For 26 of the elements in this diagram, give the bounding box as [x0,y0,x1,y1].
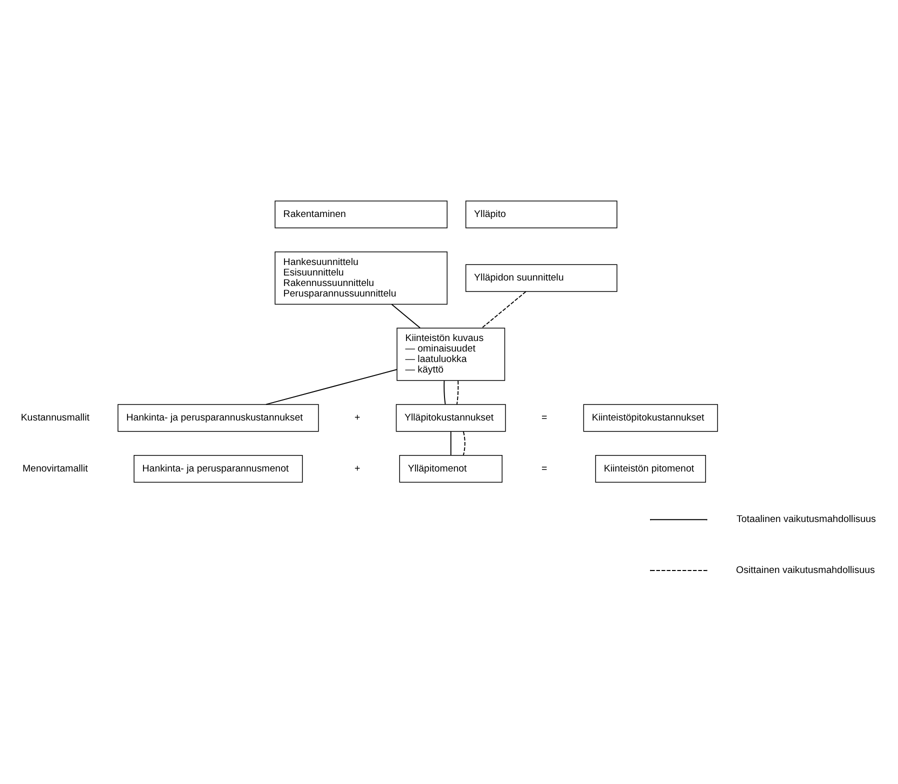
node-box: Ylläpidon suunnittelu [465,264,618,292]
connector [462,430,466,455]
node-box: Rakentaminen [274,200,448,228]
node-box: Hankinta- ja perusparannusmenot [134,454,303,482]
legend-label: Osittainen vaikutusmahdollisuus [736,564,875,576]
node-box: Hankesuunnittelu Esisuunnittelu Rakennussuunnittelu Perusparannussuunnittelu [274,250,448,304]
label: Kustannusmallit [20,412,90,423]
label: + [354,462,360,474]
node-box: Ylläpitomenot [399,454,502,482]
node-box: Ylläpito [465,200,618,228]
connector [444,380,446,404]
node-box: Ylläpitokustannukset [396,404,506,432]
node-box: Kiinteistön kuvaus — ominaisuudet — laatuluokka — käyttö [396,327,506,380]
connector [456,380,459,404]
label: + [354,412,360,423]
label: Menovirtamallit [22,462,88,474]
label: = [542,462,548,474]
label: = [542,412,548,423]
node-box: Kiinteistöpitokustannukset [583,404,718,432]
connector [391,303,421,328]
node-box: Hankinta- ja perusparannuskustannukset [118,404,319,432]
connector [481,290,526,328]
connector [450,430,452,455]
node-box: Kiinteistön pitomenot [595,454,706,482]
legend-label: Totaalinen vaikutusmahdollisuus [736,514,876,525]
connector [265,368,398,404]
